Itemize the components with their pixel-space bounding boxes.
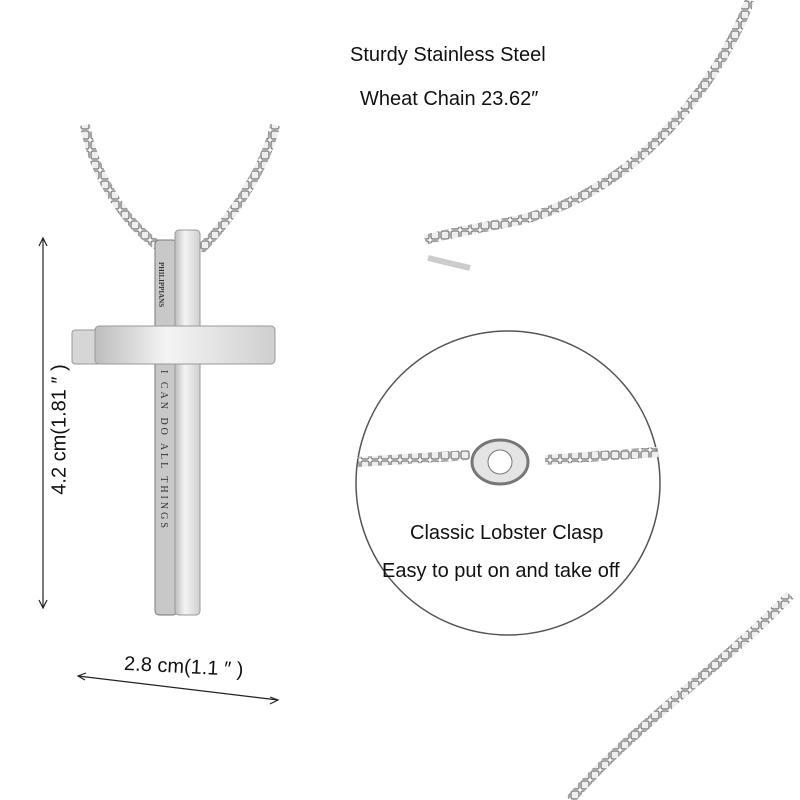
- chain-caption-line1: Sturdy Stainless Steel: [350, 44, 546, 66]
- chain-detail-top: [423, 0, 755, 245]
- cross-pendant: [71, 229, 276, 616]
- width-dimension-line: [76, 672, 280, 705]
- engraving-main: I CAN DO ALL THINGS: [158, 370, 169, 531]
- clasp-caption-line2: Easy to put on and take off: [382, 560, 620, 582]
- clasp-detail-circle: [355, 330, 661, 636]
- chain-detail-bottom: [566, 591, 794, 800]
- engraving-top: PHILIPPIANS: [157, 262, 165, 308]
- necklace-chain: [80, 123, 280, 255]
- chain-caption-line2: Wheat Chain 23.62″: [360, 88, 539, 110]
- height-dimension-line: [38, 236, 48, 610]
- clasp-caption-line1: Classic Lobster Clasp: [410, 522, 604, 544]
- height-dimension-label: 4.2 cm(1.81 ″ ): [48, 364, 71, 495]
